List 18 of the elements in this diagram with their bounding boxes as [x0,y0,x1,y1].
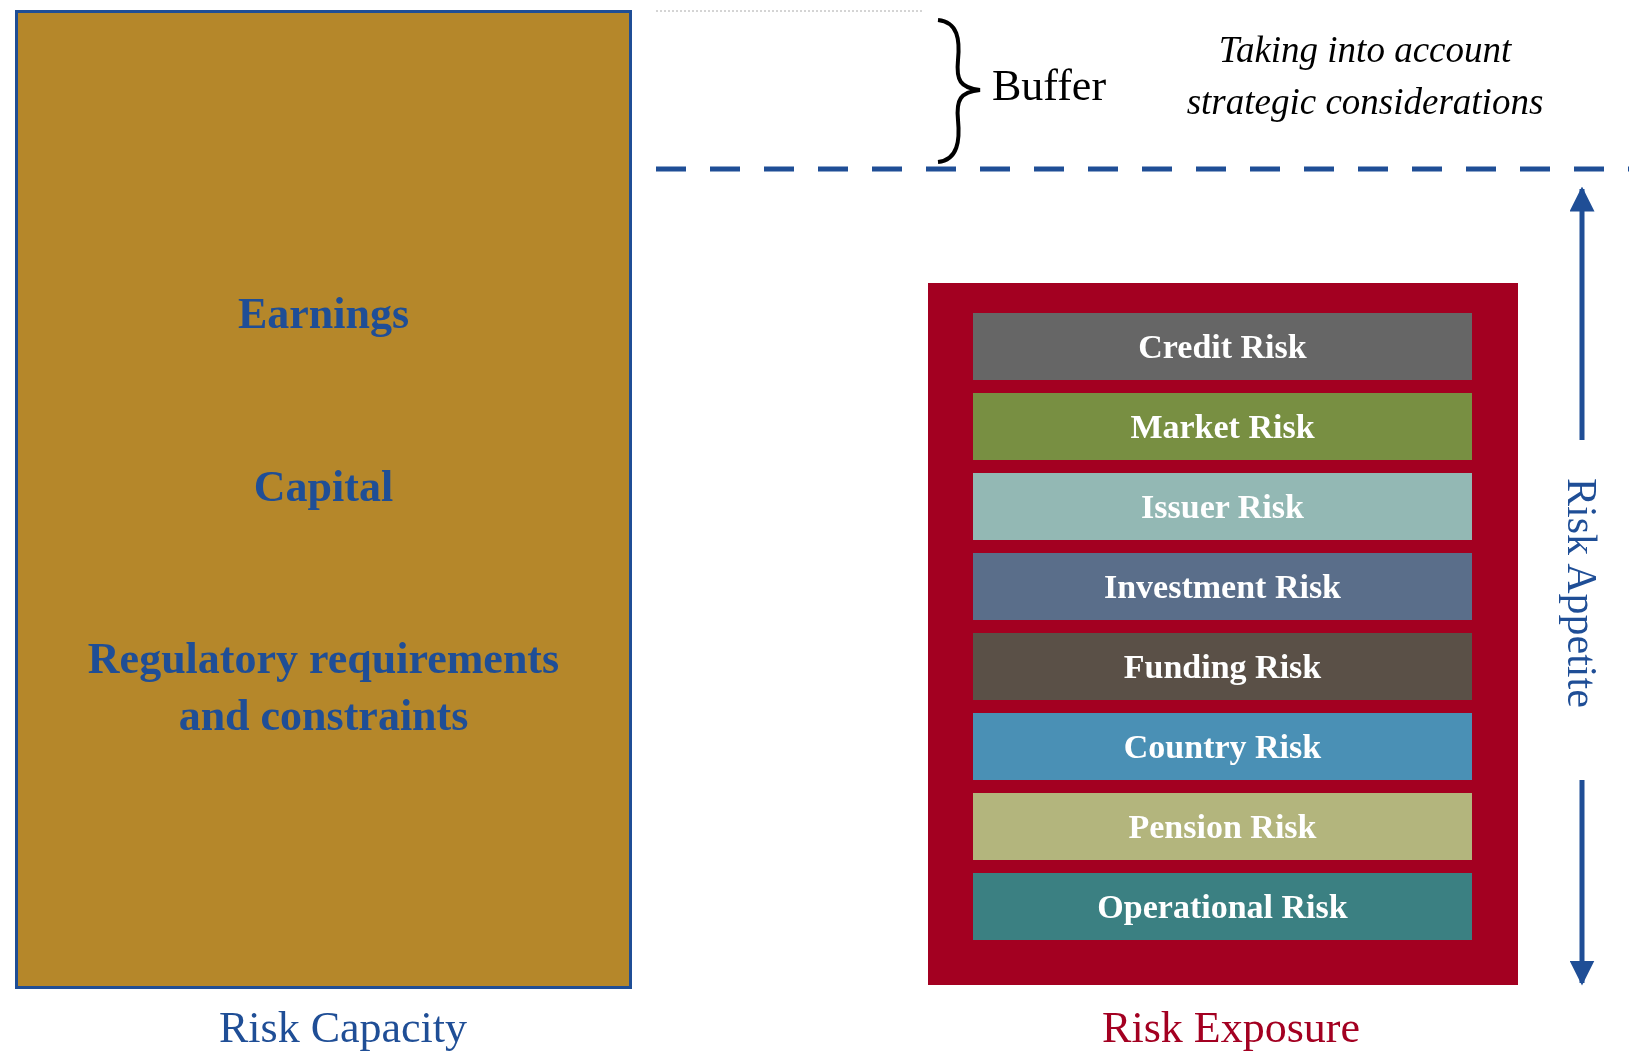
panel-text: Earnings [236,288,411,340]
risk-bar: Operational Risk [973,873,1472,940]
risk-bar: Country Risk [973,713,1472,780]
note-text: Taking into account strategic considerations [1185,28,1545,124]
panel-text: Capital [252,461,395,513]
risk-bar: Market Risk [973,393,1472,460]
risk-bar: Pension Risk [973,793,1472,860]
capacity-panel [15,10,632,989]
risk-bar: Investment Risk [973,553,1472,620]
exposure-panel [928,283,1518,985]
panel-text: Regulatory requirements and constraints [86,633,561,742]
axis-label: Risk Appetite [1558,478,1606,708]
risk-bar: Funding Risk [973,633,1472,700]
buffer-label: Buffer [992,60,1107,111]
panel-caption: Risk Exposure [1102,1002,1360,1053]
risk-bar: Credit Risk [973,313,1472,380]
panel-caption: Risk Capacity [218,1002,468,1053]
risk-bar: Issuer Risk [973,473,1472,540]
